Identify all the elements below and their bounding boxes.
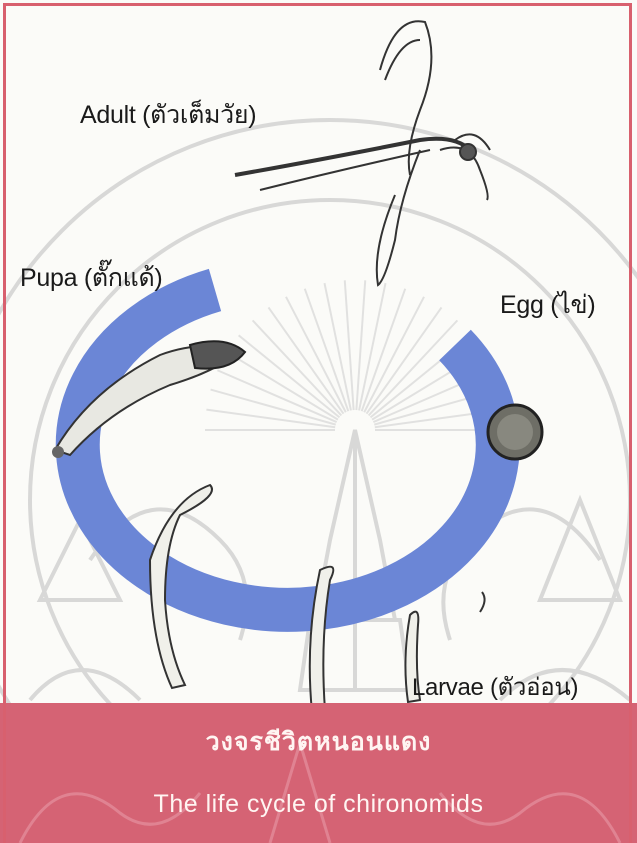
egg-stage-label: Egg (ไข่): [500, 285, 595, 325]
caption-thai: วงจรชีวิตหนอนแดง: [0, 722, 637, 762]
adult-stage-label: Adult (ตัวเต็มวัย): [80, 95, 256, 135]
pupa-drawing: [52, 341, 245, 458]
larvae-stage-label: Larvae (ตัวอ่อน): [412, 667, 578, 706]
egg-mass-drawing: [488, 405, 542, 459]
caption-english: The life cycle of chironomids: [0, 790, 637, 819]
pupa-stage-label: Pupa (ตั๊กแด้): [20, 258, 162, 298]
adult-midge-drawing: [235, 21, 490, 285]
